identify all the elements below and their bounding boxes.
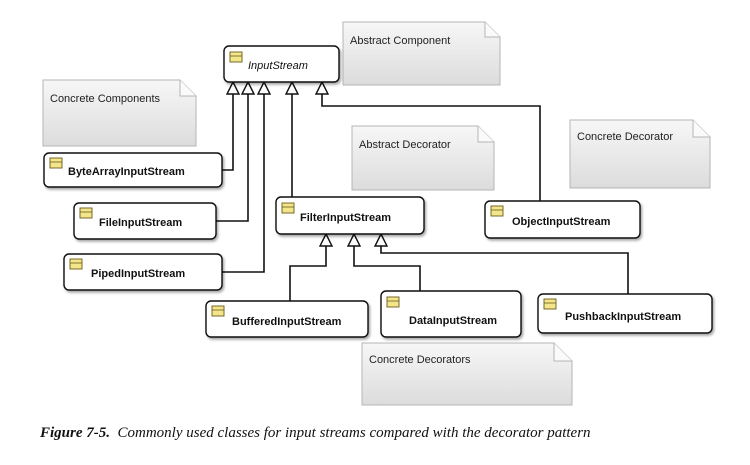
note-abstract-component: Abstract Component [342, 21, 501, 86]
class-data-input-stream-name: DataInputStream [409, 315, 497, 327]
class-file-input-stream-name: FileInputStream [99, 217, 182, 229]
class-piped-input-stream-name: PipedInputStream [91, 268, 185, 280]
class-icon [49, 157, 63, 169]
class-file-input-stream: FileInputStream [73, 202, 217, 240]
note-abstract-decorator-text: Abstract Decorator [359, 139, 451, 151]
arrowhead [346, 232, 362, 247]
class-icon [281, 202, 295, 214]
edge-object-to-inputstream [321, 92, 541, 201]
edge-piped-to-inputstream [222, 92, 265, 273]
arrowhead [256, 80, 272, 95]
class-filter-input-stream-name: FilterInputStream [300, 212, 391, 224]
edge-bytearray-to-inputstream [222, 92, 234, 171]
class-icon [211, 305, 225, 317]
edge-file-to-inputstream [216, 92, 249, 222]
class-icon [386, 296, 400, 308]
class-byte-array-input-stream: ByteArrayInputStream [43, 152, 223, 188]
note-concrete-components: Concrete Components [42, 79, 197, 147]
class-pushback-input-stream-name: PushbackInputStream [565, 311, 681, 323]
arrowhead [225, 80, 241, 95]
note-concrete-decorator: Concrete Decorator [569, 119, 711, 189]
note-concrete-components-text: Concrete Components [50, 93, 161, 105]
class-filter-input-stream: FilterInputStream [275, 196, 425, 235]
figure-caption-text: Commonly used classes for input streams … [117, 425, 591, 441]
inheritance-lines [216, 92, 629, 301]
class-piped-input-stream: PipedInputStream [63, 253, 223, 291]
arrowhead [314, 80, 330, 95]
note-abstract-decorator: Abstract Decorator [351, 125, 495, 191]
class-buffered-input-stream: BufferedInputStream [205, 300, 369, 338]
class-icon [69, 258, 83, 270]
class-buffered-input-stream-name: BufferedInputStream [232, 316, 342, 328]
class-icon [490, 205, 504, 217]
class-byte-array-input-stream-name: ByteArrayInputStream [68, 166, 185, 178]
note-concrete-decorators: Concrete Decorators [361, 342, 573, 406]
class-icon [229, 51, 243, 63]
edge-buffered-to-filter [289, 244, 327, 301]
figure-caption-label: Figure 7-5. [40, 425, 111, 441]
class-object-input-stream: ObjectInputStream [484, 200, 641, 239]
class-object-input-stream-name: ObjectInputStream [512, 216, 611, 228]
figure-caption: Figure 7-5. Commonly used classes for in… [40, 425, 740, 442]
note-concrete-decorator-text: Concrete Decorator [577, 131, 673, 143]
class-input-stream: InputStream [223, 45, 340, 83]
class-icon [79, 207, 93, 219]
edge-data-to-filter [353, 244, 421, 291]
note-concrete-decorators-text: Concrete Decorators [369, 354, 471, 366]
note-abstract-component-text: Abstract Component [350, 35, 450, 47]
inheritance-arrowheads [225, 80, 389, 247]
class-pushback-input-stream: PushbackInputStream [537, 293, 713, 334]
edge-pushback-to-filter [380, 244, 629, 294]
arrowhead [284, 80, 300, 95]
class-input-stream-name: InputStream [248, 60, 308, 72]
arrowhead [240, 80, 256, 95]
arrowhead [318, 232, 334, 247]
class-data-input-stream: DataInputStream [380, 290, 522, 338]
arrowhead [373, 232, 389, 247]
class-icon [543, 298, 557, 310]
